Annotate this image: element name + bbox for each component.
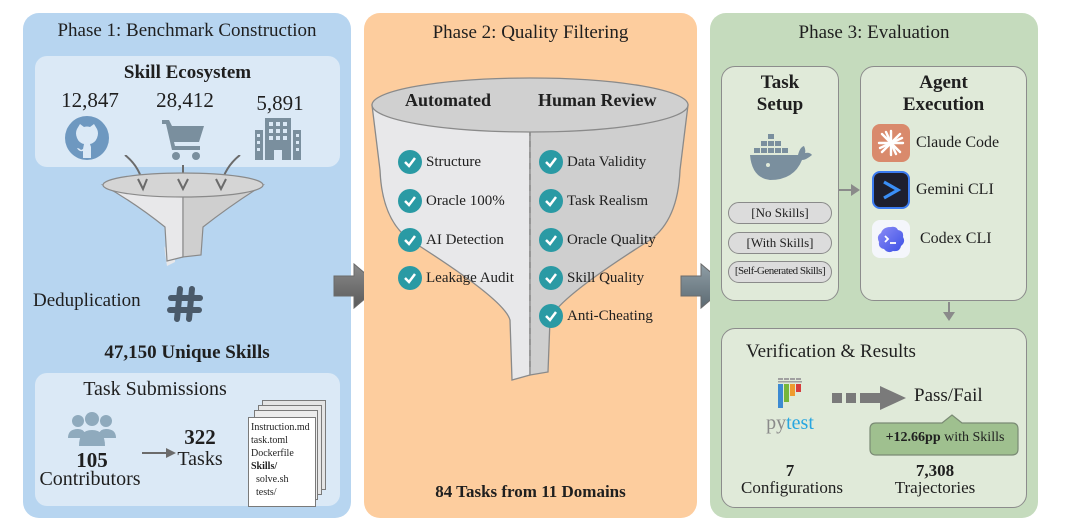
task-setup-title: Task Setup xyxy=(756,72,804,115)
tasks-count: 322 xyxy=(184,425,216,449)
check-anti-cheating: Anti-Cheating xyxy=(539,304,653,328)
check-task-realism: Task Realism xyxy=(539,189,648,213)
skill-gain-callout xyxy=(869,414,1019,456)
condition-with-skills: [With Skills] xyxy=(728,232,832,254)
dedup-funnel xyxy=(100,155,266,266)
check-icon xyxy=(398,150,422,174)
skill-gain-text: +12.66pp with Skills xyxy=(885,430,1005,445)
github-count: 12,847 xyxy=(61,88,119,112)
folder-skills: Skills/ xyxy=(251,461,278,472)
condition-self-generated: [Self-Generated Skills] xyxy=(728,261,832,283)
file-instruction: Instruction.md xyxy=(251,422,310,433)
enterprise-count: 5,891 xyxy=(256,91,304,115)
codex-icon xyxy=(872,220,910,258)
agent-execution-title: Agent Execution xyxy=(902,72,985,115)
contributors-count: 105 xyxy=(76,448,108,472)
check-structure: Structure xyxy=(398,150,481,174)
building-icon xyxy=(255,118,301,160)
phase2-result: 84 Tasks from 11 Domains xyxy=(435,482,626,501)
phase1-title: Phase 1: Benchmark Construction xyxy=(57,20,317,41)
file-dockerfile: Dockerfile xyxy=(251,448,294,459)
shopping-cart-icon xyxy=(162,120,204,160)
setup-to-agent-arrow xyxy=(839,184,860,196)
human-review-title: Human Review xyxy=(538,90,657,110)
claude-icon xyxy=(872,124,910,162)
github-icon xyxy=(65,116,109,160)
check-icon xyxy=(539,189,563,213)
file-card: Instruction.md task.toml Dockerfile Skil… xyxy=(248,417,316,507)
check-data-validity: Data Validity xyxy=(539,150,646,174)
hash-icon xyxy=(167,286,203,322)
check-icon xyxy=(539,304,563,328)
file-solve-sh: solve.sh xyxy=(256,474,289,485)
agent-codex-cli: Codex CLI xyxy=(872,220,992,258)
condition-no-skills: [No Skills] xyxy=(728,202,832,224)
gemini-icon xyxy=(872,171,910,209)
configurations-label: Configurations xyxy=(741,478,843,497)
verification-box xyxy=(721,328,1027,508)
agent-to-verification-arrow xyxy=(943,302,955,321)
check-icon xyxy=(539,150,563,174)
check-icon xyxy=(539,228,563,252)
pytest-logo-icon xyxy=(778,378,802,408)
folder-tests: tests/ xyxy=(256,487,277,498)
configurations-count: 7 xyxy=(785,461,795,480)
marketplace-count: 28,412 xyxy=(156,88,214,112)
file-task-toml: task.toml xyxy=(251,435,288,446)
agent-claude-code: Claude Code xyxy=(872,124,999,162)
check-oracle-100: Oracle 100% xyxy=(398,189,505,213)
dedup-label: Deduplication xyxy=(33,290,141,311)
skill-ecosystem-title: Skill Ecosystem xyxy=(123,62,252,83)
verification-title: Verification & Results xyxy=(746,341,916,362)
docker-icon xyxy=(750,134,812,180)
tasks-label: Tasks xyxy=(177,448,223,470)
check-leakage-audit: Leakage Audit xyxy=(398,266,514,290)
pytest-wordmark: pytest xyxy=(766,412,814,434)
trajectories-count: 7,308 xyxy=(915,461,955,480)
agent-gemini-cli: Gemini CLI xyxy=(872,171,994,209)
check-icon xyxy=(398,189,422,213)
dashed-arrow-icon xyxy=(832,386,906,410)
pass-fail-label: Pass/Fail xyxy=(914,385,983,406)
trajectories-label: Trajectories xyxy=(894,478,976,497)
check-icon xyxy=(398,266,422,290)
check-oracle-quality: Oracle Quality xyxy=(539,228,656,252)
phase3-title: Phase 3: Evaluation xyxy=(798,22,950,43)
check-skill-quality: Skill Quality xyxy=(539,266,644,290)
check-icon xyxy=(539,266,563,290)
arrow-right-icon xyxy=(142,448,176,458)
phase2-title: Phase 2: Quality Filtering xyxy=(432,22,629,43)
task-submissions-title: Task Submissions xyxy=(83,378,227,400)
check-ai-detection: AI Detection xyxy=(398,228,504,252)
unique-skills-count: 47,150 Unique Skills xyxy=(104,342,270,363)
contributors-icon xyxy=(68,412,116,446)
check-icon xyxy=(398,228,422,252)
contributors-label: Contributors xyxy=(39,468,141,490)
automated-title: Automated xyxy=(405,90,491,110)
